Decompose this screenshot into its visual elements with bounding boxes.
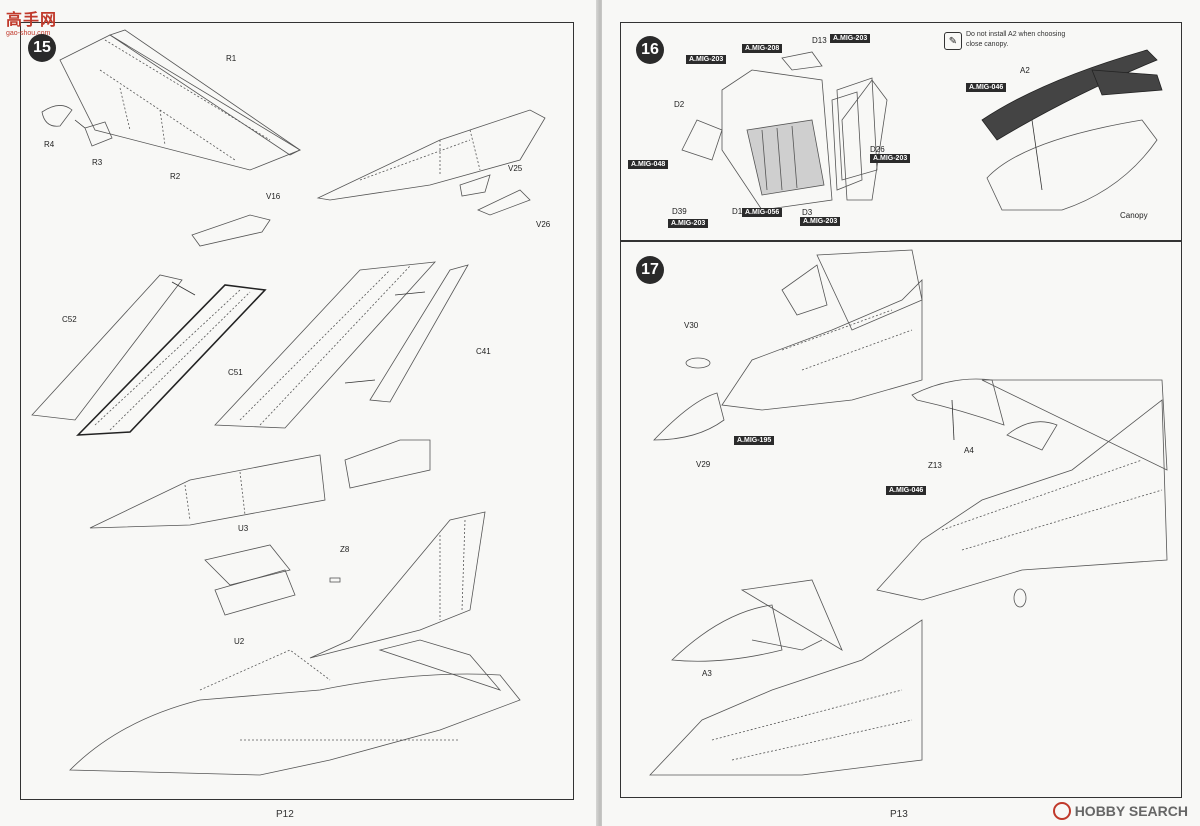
page-number-left: P12 [276,809,294,820]
watermark-subtext: gao-shou.com [6,30,51,37]
paint-tag-046-z13: A.MIG-046 [886,486,927,495]
label-d39: D39 [672,207,687,216]
label-d26: D26 [870,145,885,154]
label-c41: C41 [476,347,491,356]
step-15-illustration [31,29,546,776]
brand-circle-icon [1052,802,1071,820]
pencil-icon: ✎ [944,32,962,50]
label-v26: V26 [536,220,551,229]
label-v29: V29 [696,460,711,469]
paint-tag-203-d3: A.MIG-203 [800,217,841,226]
watermark-text: 高手网 [6,12,58,29]
step-15-badge: 15 [28,34,56,62]
hobby-search-logo: HOBBY SEARCH [1052,802,1188,820]
paint-tag-203-d39: A.MIG-203 [668,219,709,228]
step-15-frame [20,22,574,800]
step-17-frame [620,240,1182,798]
label-d3: D3 [802,208,813,217]
step-17-illustration [649,249,1168,776]
brand-text: HOBBY SEARCH [1074,803,1188,819]
paint-tag-208: A.MIG-208 [742,44,783,53]
page-number-right: P13 [890,809,908,820]
paint-tag-203-left: A.MIG-203 [686,55,727,64]
paint-tag-203-top: A.MIG-203 [830,34,871,43]
instruction-page-right: 16 17 ✎ Do not install A2 when choosing … [602,0,1200,826]
label-u2: U2 [234,637,245,646]
label-c52: C52 [62,315,77,324]
label-d1: D1 [732,207,743,216]
label-r2: R2 [170,172,181,181]
label-z8: Z8 [340,545,350,554]
step-16-illustration [681,49,1163,211]
paint-tag-203-d26: A.MIG-203 [870,154,911,163]
step-16-frame [620,22,1182,242]
label-c51: C51 [228,368,243,377]
label-v30: V30 [684,321,699,330]
instruction-page-left: 高手网 gao-shou.com 15 [0,0,598,826]
watermark-logo: 高手网 gao-shou.com [6,6,57,37]
label-r4: R4 [44,140,55,149]
label-r3: R3 [92,158,103,167]
label-d2: D2 [674,100,685,109]
paint-tag-048: A.MIG-048 [628,160,669,169]
step-16-badge: 16 [636,36,664,64]
label-v16: V16 [266,192,281,201]
canopy-note: Do not install A2 when choosing close ca… [966,31,1066,48]
label-a2: A2 [1020,66,1030,75]
paint-tag-195: A.MIG-195 [734,436,775,445]
label-d13: D13 [812,36,827,45]
step-17-badge: 17 [636,256,664,284]
label-z13: Z13 [928,461,942,470]
label-v25: V25 [508,164,523,173]
label-canopy: Canopy [1120,211,1148,220]
paint-tag-046-a2: A.MIG-046 [966,83,1007,92]
paint-tag-056: A.MIG-056 [742,208,783,217]
label-r1: R1 [226,54,237,63]
label-u3: U3 [238,524,249,533]
label-a3: A3 [702,669,712,678]
label-a4: A4 [964,446,974,455]
book-gutter [596,0,604,826]
